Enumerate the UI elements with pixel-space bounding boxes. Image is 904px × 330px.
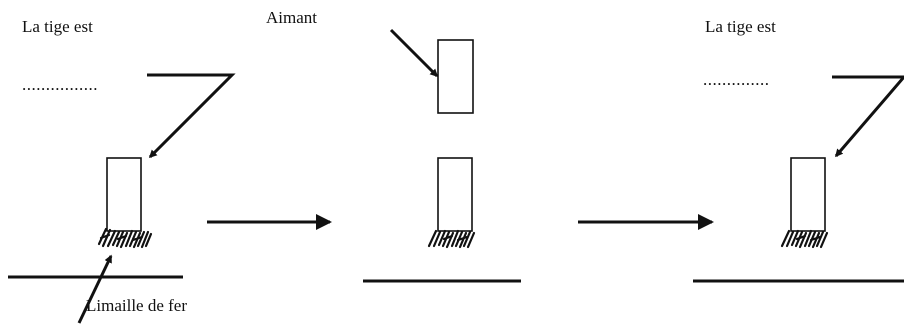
- left-leader-line: [147, 73, 236, 159]
- right-title-label: La tige est: [705, 17, 776, 36]
- filings-pointer: [77, 254, 113, 324]
- left-blank-dots: ................: [22, 75, 98, 94]
- magnet-pointer: [389, 28, 439, 78]
- right-rod: [790, 157, 826, 232]
- middle-iron-filings: [427, 229, 476, 249]
- filings-label: Limaille de fer: [86, 296, 188, 315]
- left-iron-filings: [97, 227, 153, 249]
- left-rod: [106, 157, 142, 232]
- right-blank-dots: ..............: [703, 70, 770, 89]
- magnet-label: Aimant: [266, 8, 317, 27]
- middle-rod: [437, 157, 473, 232]
- stage-with-magnet: [363, 28, 521, 283]
- magnet: [437, 39, 474, 114]
- stage-after: [693, 75, 904, 283]
- right-iron-filings: [780, 229, 829, 249]
- left-title-label: La tige est: [22, 17, 93, 36]
- right-leader-line: [832, 75, 904, 158]
- stage-before: [8, 73, 236, 324]
